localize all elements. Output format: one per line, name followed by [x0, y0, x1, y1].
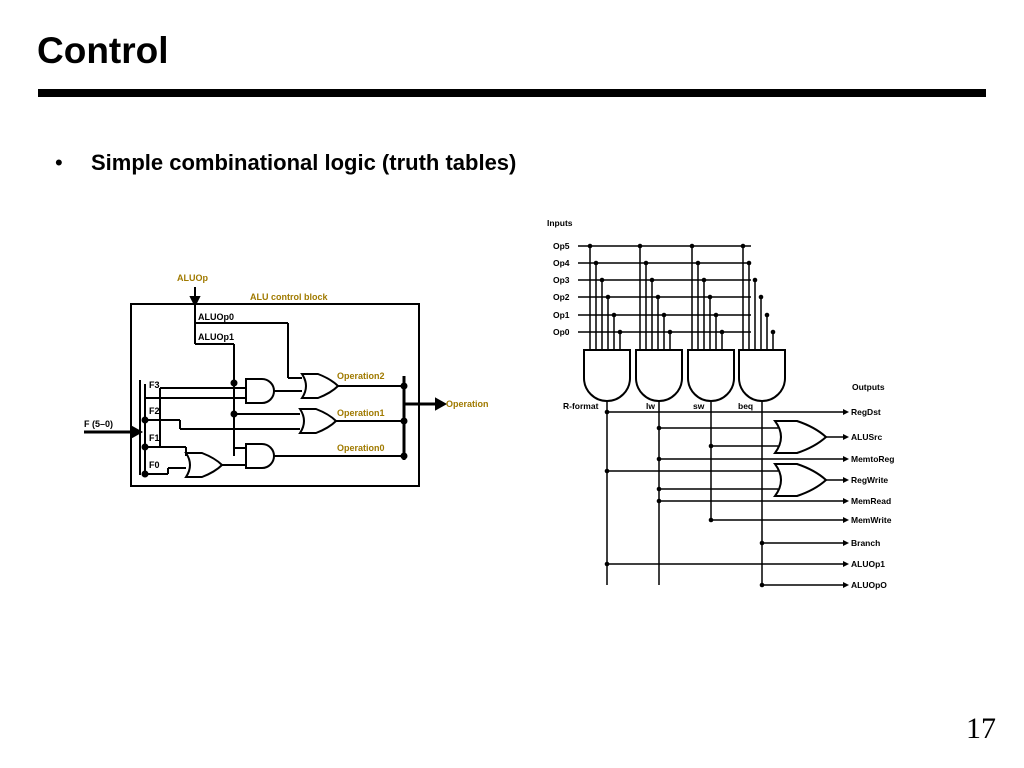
- main-control-diagram: [578, 243, 849, 588]
- main-control-labels: Inputs Op5 Op4 Op3 Op2 Op1 Op0 R-format …: [547, 218, 894, 590]
- aluop1-label: ALUOp1: [198, 332, 234, 342]
- title-underline: [38, 89, 986, 97]
- bullet-item: • Simple combinational logic (truth table…: [55, 150, 516, 176]
- bullet-text: Simple combinational logic (truth tables…: [91, 150, 517, 175]
- alu-control-block-label: ALU control block: [250, 292, 328, 302]
- aluop-label: ALUOp: [177, 273, 208, 283]
- alu-control-diagram: [84, 287, 448, 487]
- input-op1: Op1: [553, 310, 570, 320]
- operation-output-label: Operation: [446, 399, 489, 409]
- decoder-sw: sw: [693, 401, 705, 411]
- operation2-label: Operation2: [337, 371, 385, 381]
- f2-label: F2: [149, 406, 160, 416]
- decoder-rformat: R-format: [563, 401, 599, 411]
- alu-control-labels: ALUOp ALU control block ALUOp0 ALUOp1 F …: [84, 273, 489, 470]
- slide-title: Control: [37, 30, 169, 71]
- decoder-lw: lw: [646, 401, 655, 411]
- input-op3: Op3: [553, 275, 570, 285]
- operation0-label: Operation0: [337, 443, 385, 453]
- operation1-label: Operation1: [337, 408, 385, 418]
- output-memread: MemRead: [851, 496, 891, 506]
- input-op2: Op2: [553, 292, 570, 302]
- page-number: 17: [966, 712, 996, 745]
- aluop0-label: ALUOp0: [198, 312, 234, 322]
- alu-control-block-box: [130, 303, 420, 487]
- outputs-title: Outputs: [852, 382, 885, 392]
- output-regwrite: RegWrite: [851, 475, 888, 485]
- output-regdst: RegDst: [851, 407, 881, 417]
- input-op5: Op5: [553, 241, 570, 251]
- f0-label: F0: [149, 460, 160, 470]
- output-alusrc: ALUSrc: [851, 432, 882, 442]
- output-aluop0: ALUOpO: [851, 580, 887, 590]
- decoder-beq: beq: [738, 401, 753, 411]
- output-memwrite: MemWrite: [851, 515, 892, 525]
- f3-label: F3: [149, 380, 160, 390]
- function-field-label: F (5–0): [84, 419, 113, 429]
- input-op4: Op4: [553, 258, 570, 268]
- inputs-title: Inputs: [547, 218, 573, 228]
- output-aluop1: ALUOp1: [851, 559, 885, 569]
- f1-label: F1: [149, 433, 160, 443]
- input-op0: Op0: [553, 327, 570, 337]
- output-memtoreg: MemtoReg: [851, 454, 894, 464]
- bullet-dot: •: [55, 150, 63, 175]
- output-branch: Branch: [851, 538, 880, 548]
